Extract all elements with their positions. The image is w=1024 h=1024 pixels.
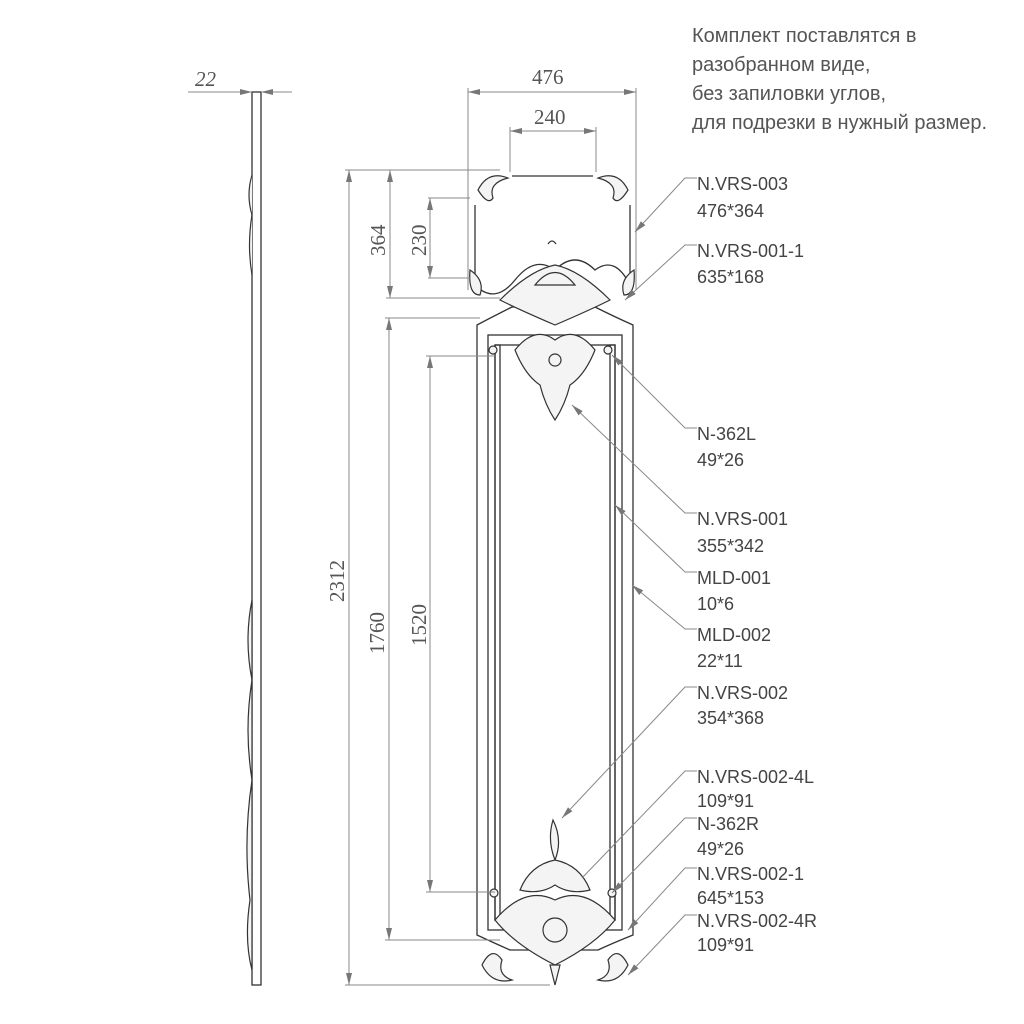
part-labels: N.VRS-003 476*364 N.VRS-001-1 635*168 N-… — [697, 174, 817, 955]
ornament-n-vrs-001-1 — [498, 264, 612, 326]
dim-inner-height-text: 1520 — [407, 604, 431, 646]
note-line: разобранном виде, — [692, 54, 871, 76]
label-size: 22*11 — [697, 651, 743, 671]
label-code: N.VRS-002 — [697, 683, 788, 703]
dim-top-inner-height-text: 230 — [407, 225, 431, 257]
dim-panel-height: 1760 — [365, 317, 500, 941]
ornament-n-vrs-002 — [519, 818, 591, 893]
label-code: N-362R — [697, 814, 759, 834]
note-line: для подрезки в нужный размер. — [692, 112, 988, 134]
label-code: N.VRS-002-4R — [697, 911, 817, 931]
dim-total-height-text: 2312 — [325, 560, 349, 602]
label-code: N.VRS-002-1 — [697, 864, 804, 884]
label-code: N.VRS-003 — [697, 174, 788, 194]
dim-top-inner-height: 230 — [407, 197, 470, 279]
assembly-note: Комплект поставлятся в разобранном виде,… — [692, 22, 987, 138]
ornament-n-vrs-002-4 — [481, 953, 629, 982]
dim-top-inner-width-text: 240 — [534, 105, 566, 129]
dim-panel-height-text: 1760 — [365, 612, 389, 654]
label-size: 109*91 — [697, 935, 754, 955]
ornament-n-vrs-001 — [514, 333, 596, 422]
side-view — [246, 91, 262, 986]
dim-top-inner-width: 240 — [509, 105, 597, 172]
label-size: 355*342 — [697, 536, 764, 556]
note-line: Комплект поставлятся в — [692, 25, 917, 47]
label-size: 354*368 — [697, 708, 764, 728]
dim-top-width-text: 476 — [532, 65, 564, 89]
label-size: 49*26 — [697, 839, 744, 859]
note-line: без запиловки углов, — [692, 83, 887, 105]
label-size: 645*153 — [697, 888, 764, 908]
ornament-n-vrs-002-1 — [494, 894, 616, 986]
label-size: 10*6 — [697, 594, 734, 614]
dim-top-width: 476 — [467, 65, 637, 290]
dim-total-height: 2312 — [325, 169, 550, 986]
label-code: N.VRS-001 — [697, 509, 788, 529]
leader-lines — [561, 177, 697, 976]
dim-top-height: 364 — [366, 170, 500, 299]
label-size: 476*364 — [697, 201, 764, 221]
top-frame-n-vrs-003 — [469, 175, 635, 296]
label-code: N-362L — [697, 424, 756, 444]
label-code: MLD-001 — [697, 568, 771, 588]
dim-thickness-text: 22 — [195, 67, 217, 91]
label-size: 635*168 — [697, 267, 764, 287]
label-size: 109*91 — [697, 791, 754, 811]
label-code: N.VRS-002-4L — [697, 767, 814, 787]
dim-top-height-text: 364 — [366, 224, 390, 256]
label-size: 49*26 — [697, 450, 744, 470]
dim-inner-height: 1520 — [407, 355, 495, 893]
label-code: MLD-002 — [697, 625, 771, 645]
label-code: N.VRS-001-1 — [697, 241, 804, 261]
dim-thickness: 22 — [188, 67, 292, 95]
